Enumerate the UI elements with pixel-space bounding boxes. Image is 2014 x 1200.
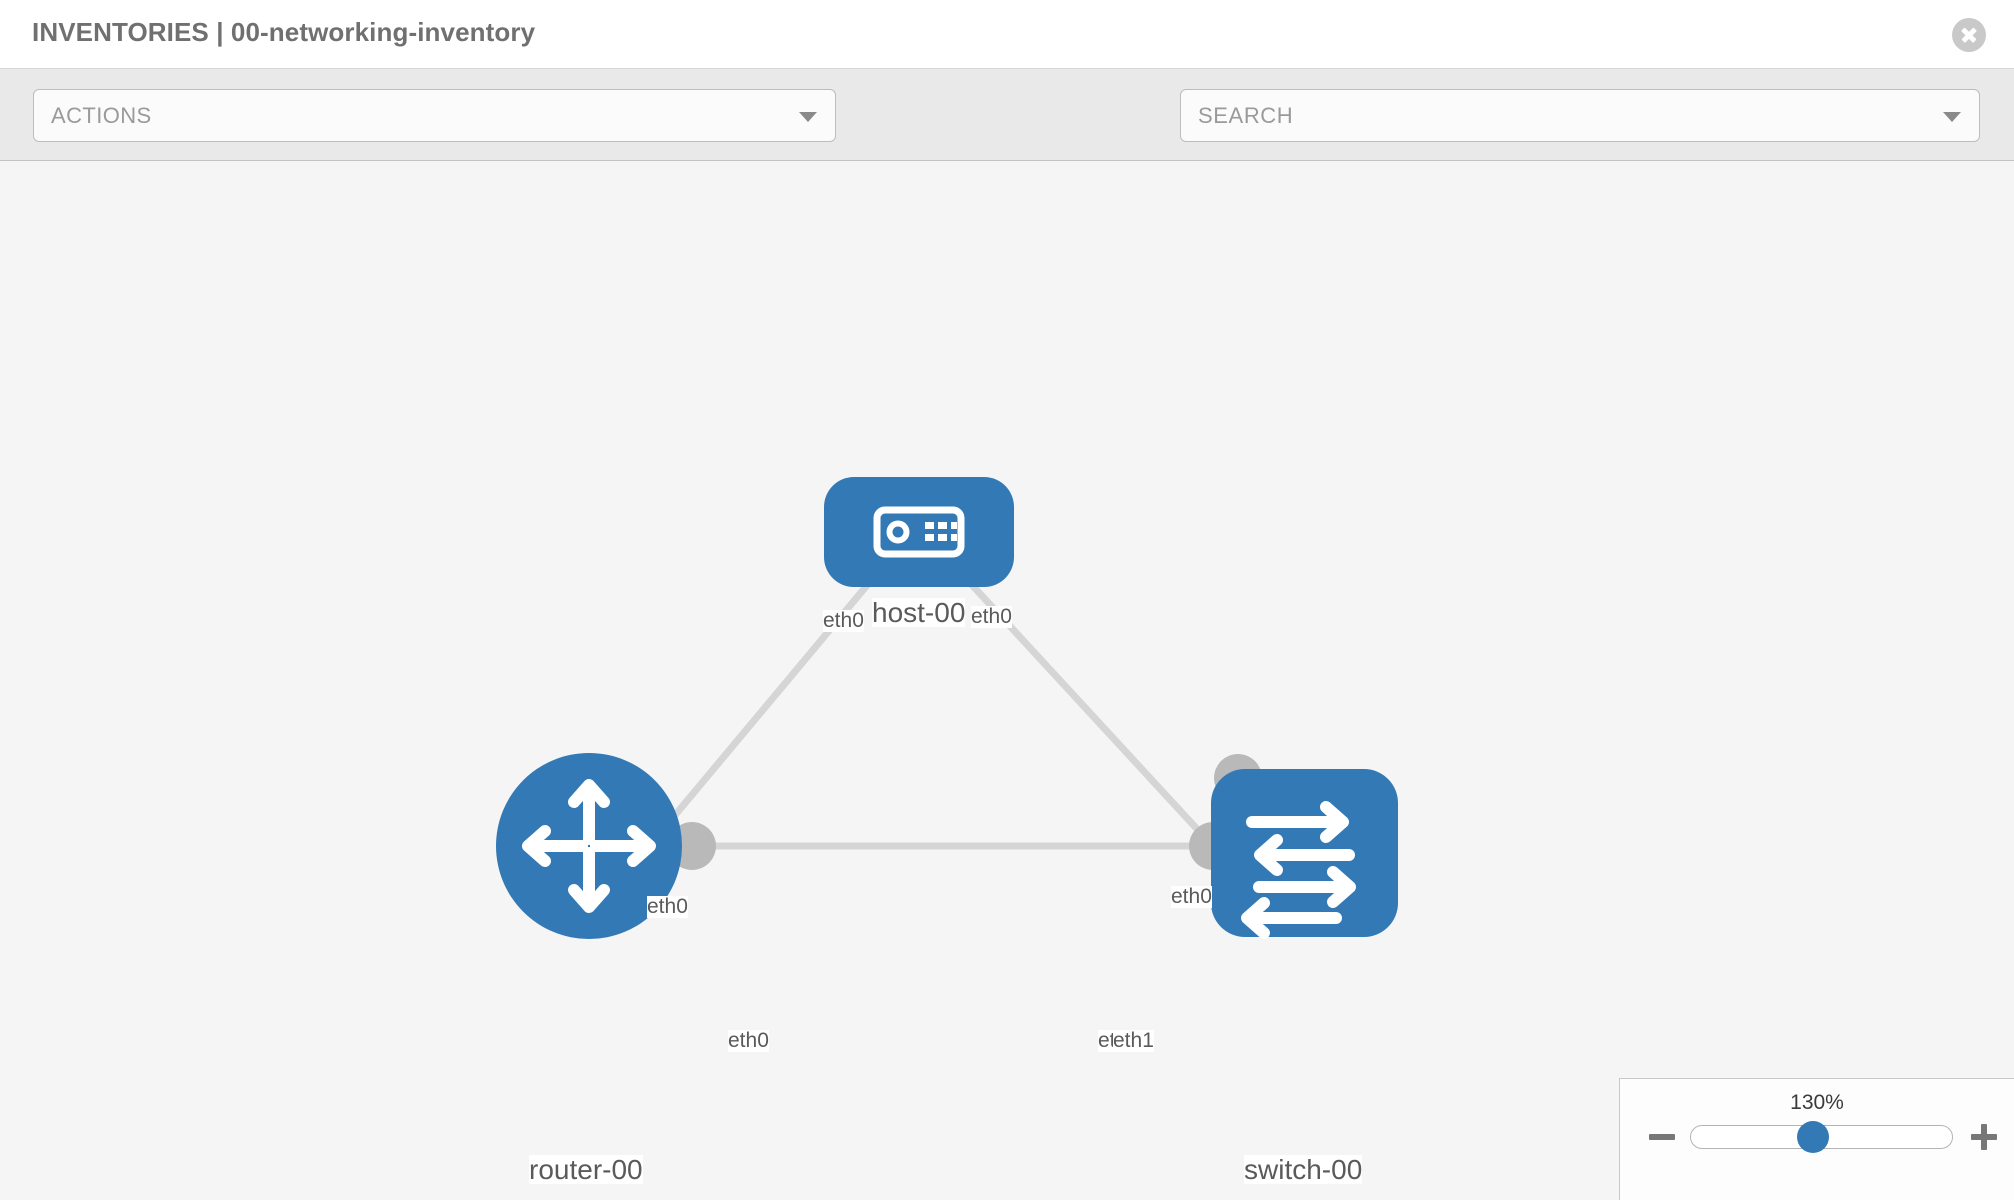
server-icon: [873, 506, 965, 558]
iface-label: eth0: [971, 605, 1012, 629]
search-input[interactable]: SEARCH: [1180, 89, 1980, 142]
minus-icon[interactable]: [1648, 1123, 1676, 1151]
toolbar: ACTIONS SEARCH: [0, 69, 2014, 194]
topology-graph: [496, 477, 1398, 939]
actions-dropdown-label: ACTIONS: [51, 103, 152, 128]
page-title: INVENTORIES | 00-networking-inventory: [32, 17, 536, 47]
iface-label: eth0: [823, 609, 864, 633]
node-label-switch-00: switch-00: [1244, 1154, 1363, 1185]
iface-label: eth1: [1113, 1029, 1154, 1053]
search-placeholder: SEARCH: [1198, 103, 1294, 128]
chevron-down-icon: [1943, 111, 1961, 122]
iface-label: eth0: [728, 1029, 769, 1053]
zoom-control: 130%: [1619, 1078, 2014, 1200]
close-icon[interactable]: [1952, 18, 1986, 52]
router-arrows-icon: [522, 779, 656, 913]
plus-icon[interactable]: [1970, 1123, 1998, 1151]
iface-label: eth0: [1171, 885, 1212, 909]
zoom-slider-handle[interactable]: [1797, 1121, 1829, 1153]
iface-label: eth0: [647, 895, 688, 919]
node-host-00: [824, 477, 1014, 587]
switch-arrows-icon: [1241, 801, 1356, 939]
actions-dropdown[interactable]: ACTIONS: [33, 89, 836, 142]
zoom-percent-label: 130%: [1790, 1091, 1844, 1114]
node-router-00: [496, 753, 682, 939]
chevron-down-icon: [799, 111, 817, 122]
page-header: INVENTORIES | 00-networking-inventory: [0, 0, 2014, 69]
node-switch-00: [1211, 769, 1398, 939]
node-label-router-00: router-00: [529, 1154, 643, 1185]
node-label-host-00: host-00: [872, 597, 966, 628]
topology-canvas[interactable]: eth0 eth0 eth0 eth0 eth0 eth0 eth1 host-…: [0, 161, 2014, 1200]
